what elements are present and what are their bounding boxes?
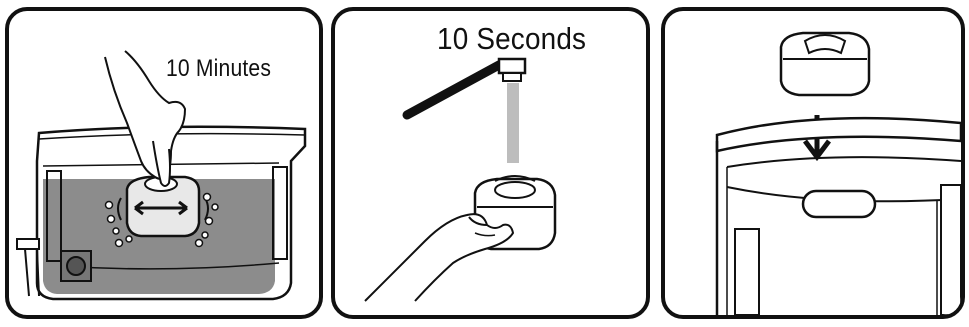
rinse-duration-label: 10 Seconds [437,21,586,57]
step-2-panel: 10 Seconds [331,7,650,319]
step-1-panel: 10 Minutes [5,7,323,319]
step-3-panel [661,7,965,319]
insert-filter-into-dispenser-icon [665,11,961,315]
soak-filter-in-water-icon [9,11,319,315]
soak-duration-label: 10 Minutes [166,55,271,83]
